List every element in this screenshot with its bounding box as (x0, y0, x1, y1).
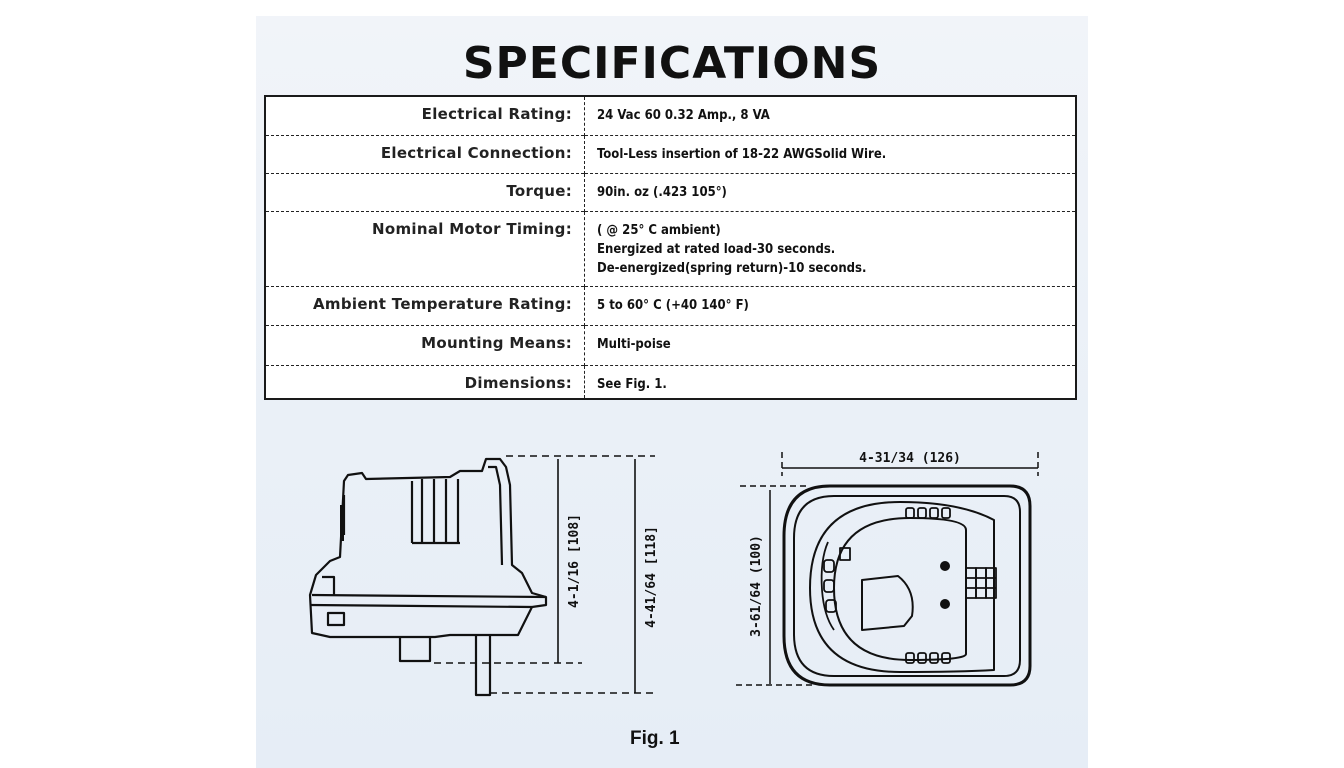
spec-value: Tool-Less insertion of 18-22 AWGSolid Wi… (584, 134, 1076, 173)
figure-caption: Fig. 1 (630, 728, 680, 749)
spec-row: Mounting Means: Multi-poise (265, 324, 1076, 365)
spec-label: Torque: (265, 172, 585, 211)
spec-value: 24 Vac 60 0.32 Amp., 8 VA (597, 108, 770, 123)
spec-value: Multi-poise (584, 324, 1076, 365)
dimension-label: 4-41/64 [118] (644, 526, 659, 628)
spec-row: Torque: 90in. oz (.423 105°) (265, 172, 1076, 211)
spec-row: Nominal Motor Timing: ( @ 25° C ambient)… (265, 210, 1076, 286)
spec-row: Electrical Connection: Tool-Less inserti… (265, 134, 1076, 173)
spec-label: Dimensions: (265, 364, 585, 399)
spec-label: Mounting Means: (265, 324, 585, 365)
spec-value: ( @ 25° C ambient) Energized at rated lo… (584, 210, 1076, 286)
spec-row: Dimensions: See Fig. 1. (265, 364, 1076, 399)
actuator-side-view: 4-1/16 [108] 4-41/64 [118] (308, 455, 659, 697)
dimension-label: 3-61/64 (100) (749, 535, 764, 637)
dimension-label: 4-1/16 [108] (567, 514, 582, 608)
page-title: SPECIFICATIONS (462, 38, 882, 89)
spec-label: Electrical Rating: (265, 96, 585, 135)
spec-value: See Fig. 1. (584, 364, 1076, 399)
actuator-top-view: 4-31/34 (126) 3-61/64 (100) (736, 451, 1039, 687)
specifications-table: Electrical Rating: 24 Vac 60 0.32 Amp., … (264, 95, 1077, 400)
spec-label: Electrical Connection: (265, 134, 585, 173)
spec-label: Nominal Motor Timing: (265, 210, 585, 286)
spec-label: Ambient Temperature Rating: (265, 285, 585, 325)
spec-value: 5 to 60° C (+40 140° F) (584, 285, 1076, 325)
spec-value: 90in. oz (.423 105°) (584, 172, 1076, 211)
spec-row: Ambient Temperature Rating: 5 to 60° C (… (265, 285, 1076, 325)
spec-row: Electrical Rating: 24 Vac 60 0.32 Amp., … (265, 96, 1076, 135)
dimension-label: 4-31/34 (126) (859, 451, 961, 466)
